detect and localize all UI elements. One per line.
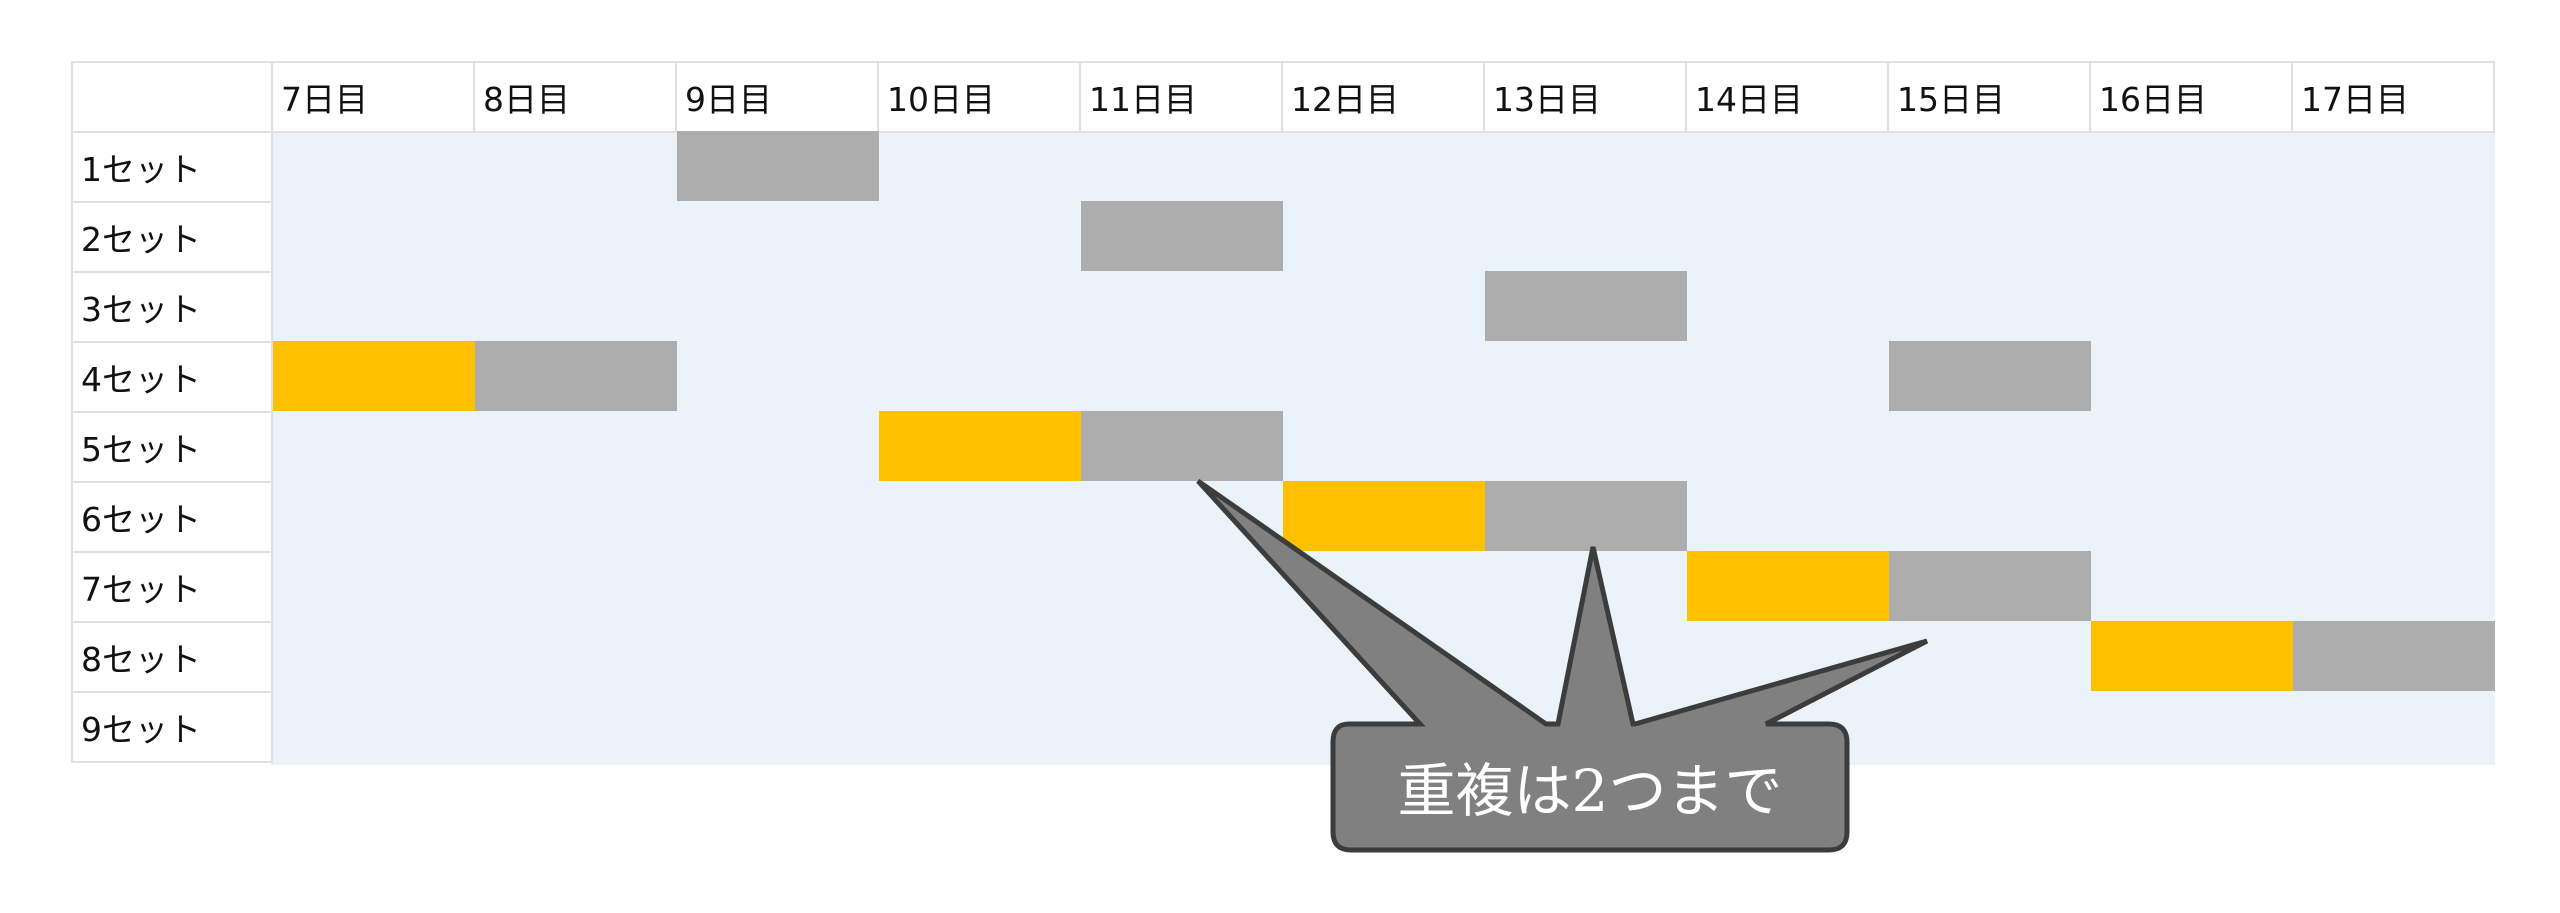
- row-header[interactable]: 3セット: [71, 271, 273, 343]
- row-header[interactable]: 5セット: [71, 411, 273, 483]
- row-header[interactable]: 7セット: [71, 551, 273, 623]
- column-header[interactable]: 8日目: [473, 61, 677, 133]
- start-bar[interactable]: [1687, 551, 1889, 621]
- column-header[interactable]: 14日目: [1685, 61, 1889, 133]
- start-bar[interactable]: [879, 411, 1081, 481]
- overlap-bar[interactable]: [677, 131, 879, 201]
- column-header[interactable]: 17日目: [2291, 61, 2495, 133]
- column-header[interactable]: 10日目: [877, 61, 1081, 133]
- start-bar[interactable]: [273, 341, 475, 411]
- row-header[interactable]: 2セット: [71, 201, 273, 273]
- overlap-bar[interactable]: [1889, 341, 2091, 411]
- column-header[interactable]: 13日目: [1483, 61, 1687, 133]
- row-header[interactable]: 8セット: [71, 621, 273, 693]
- callout-label: 重複は2つまで: [1397, 757, 1783, 825]
- overlap-bar[interactable]: [1485, 481, 1687, 551]
- callout-bubble: [1196, 478, 1929, 853]
- column-header[interactable]: 12日目: [1281, 61, 1485, 133]
- corner-cell[interactable]: [71, 61, 273, 133]
- overlap-bar[interactable]: [1889, 551, 2091, 621]
- overlap-bar[interactable]: [1485, 271, 1687, 341]
- start-bar[interactable]: [2091, 621, 2293, 691]
- column-header[interactable]: 9日目: [675, 61, 879, 133]
- row-header[interactable]: 6セット: [71, 481, 273, 553]
- row-header[interactable]: 9セット: [71, 691, 273, 763]
- column-header[interactable]: 15日目: [1887, 61, 2091, 133]
- overlap-bar[interactable]: [2293, 621, 2495, 691]
- overlap-bar[interactable]: [1081, 411, 1283, 481]
- overlap-bar[interactable]: [1081, 201, 1283, 271]
- overlap-bar[interactable]: [475, 341, 677, 411]
- start-bar[interactable]: [1283, 481, 1485, 551]
- row-header[interactable]: 4セット: [71, 341, 273, 413]
- column-header[interactable]: 7日目: [271, 61, 475, 133]
- column-header[interactable]: 11日目: [1079, 61, 1283, 133]
